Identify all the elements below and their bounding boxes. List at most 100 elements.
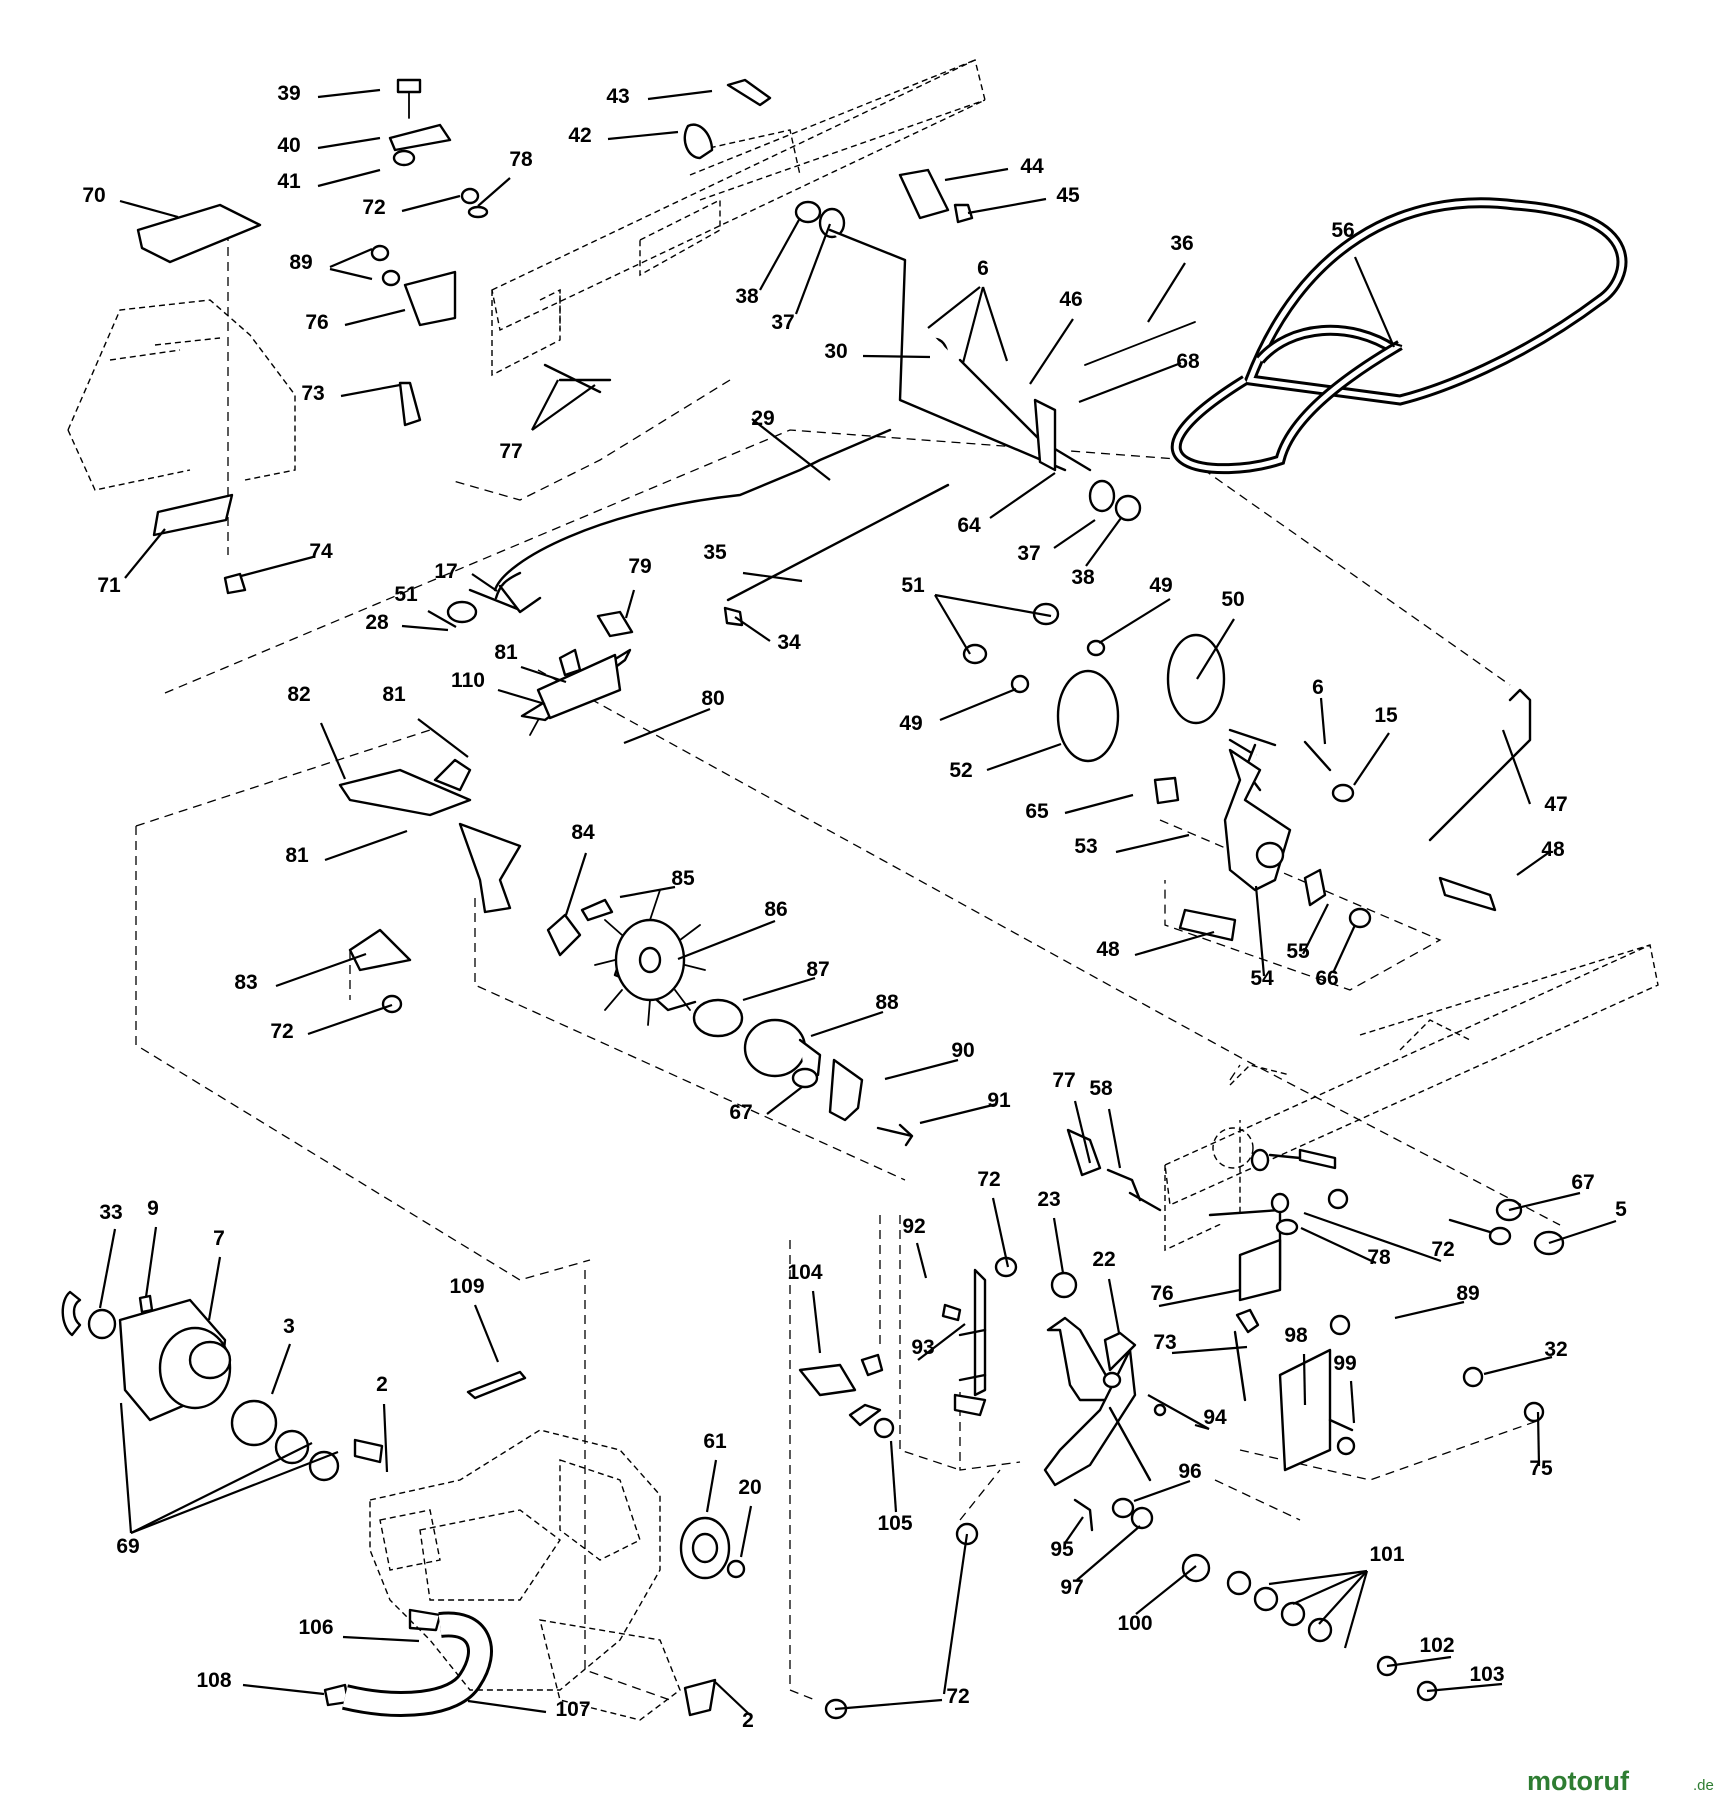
part-number-label: 37 xyxy=(771,311,794,334)
leader-line xyxy=(1319,697,1327,745)
part-number-label: 2 xyxy=(376,1373,388,1396)
leader-line xyxy=(520,665,567,684)
part-number-label: 29 xyxy=(751,407,774,430)
leader-line xyxy=(794,223,832,315)
leader-line xyxy=(98,1228,117,1309)
leader-line xyxy=(1064,1516,1084,1544)
part-number-label: 78 xyxy=(509,148,533,171)
part-number-label: 28 xyxy=(365,611,389,634)
watermark: motoruf .de xyxy=(1527,1766,1714,1796)
leader-line xyxy=(324,829,408,862)
part-number-label: 6 xyxy=(977,257,989,280)
part-number-label: 20 xyxy=(738,1476,761,1499)
dashed-guides xyxy=(135,232,1561,1701)
leader-line xyxy=(344,308,406,327)
part-number-label: 54 xyxy=(1250,967,1274,990)
leader-line xyxy=(1268,1569,1368,1586)
part-number-label: 45 xyxy=(1056,184,1080,207)
part-number-label: 67 xyxy=(1571,1171,1594,1194)
leader-line xyxy=(810,1010,884,1038)
upper-frame-rail xyxy=(491,59,986,377)
part-number-label: 67 xyxy=(729,1101,752,1124)
leader-line xyxy=(240,555,314,578)
leader-line xyxy=(889,1440,898,1513)
leader-line xyxy=(1171,1345,1248,1355)
part-number-label: 47 xyxy=(1544,793,1567,816)
leader-line xyxy=(623,707,711,745)
part-number-label: 49 xyxy=(899,712,922,735)
part-number-label: 38 xyxy=(735,285,759,308)
part-number-label: 108 xyxy=(196,1669,231,1692)
leader-line xyxy=(1343,1570,1369,1649)
leader-line xyxy=(1387,340,1403,348)
fender-outline xyxy=(67,299,296,491)
leader-line xyxy=(317,88,381,99)
leader-line xyxy=(1303,1211,1442,1263)
part-number-label: 50 xyxy=(1221,588,1244,611)
part-number-label: 49 xyxy=(1149,574,1172,597)
leader-line xyxy=(477,177,511,207)
leader-line xyxy=(961,286,985,364)
part-number-label: 56 xyxy=(1331,219,1354,242)
part-number-label: 103 xyxy=(1469,1663,1504,1686)
leader-line xyxy=(712,1679,751,1716)
leader-line xyxy=(401,194,461,213)
leader-line xyxy=(1053,519,1096,549)
part-number-label: 99 xyxy=(1333,1352,1356,1375)
leader-line xyxy=(144,1226,158,1298)
leader-line xyxy=(981,286,1009,362)
leader-line xyxy=(342,1635,420,1643)
part-number-label: 70 xyxy=(82,184,105,207)
part-number-label: 6 xyxy=(1312,676,1324,699)
part-number-label: 96 xyxy=(1178,1460,1201,1483)
leader-line xyxy=(986,742,1062,772)
part-number-label: 74 xyxy=(309,540,333,563)
leader-line xyxy=(1300,1227,1377,1264)
part-number-label: 81 xyxy=(285,844,309,867)
leader-line xyxy=(1353,256,1396,348)
part-number-label: 35 xyxy=(703,541,727,564)
part-number-label: 37 xyxy=(1017,542,1040,565)
part-number-label: 51 xyxy=(394,583,418,606)
part-number-label: 110 xyxy=(451,669,485,692)
part-number-label: 32 xyxy=(1544,1338,1567,1361)
leader-line xyxy=(1085,517,1122,567)
part-number-label: 72 xyxy=(977,1168,1000,1191)
leader-line xyxy=(624,589,636,619)
leader-line xyxy=(751,418,831,481)
leader-line xyxy=(934,593,1052,618)
leader-line xyxy=(1078,361,1182,404)
leader-line xyxy=(119,199,179,219)
part-number-label: 61 xyxy=(703,1430,727,1453)
leader-line xyxy=(1353,732,1390,786)
part-number-label: 3 xyxy=(283,1315,295,1338)
leader-line xyxy=(1133,1479,1191,1503)
leader-line xyxy=(130,1450,339,1535)
leader-line xyxy=(619,885,676,899)
part-number-label: 69 xyxy=(116,1535,139,1558)
part-number-label: 51 xyxy=(901,574,925,597)
part-number-label: 2 xyxy=(742,1709,754,1732)
leader-line xyxy=(884,1058,959,1081)
part-number-label: 65 xyxy=(1025,800,1049,823)
part-number-label: 98 xyxy=(1284,1324,1308,1347)
leader-line xyxy=(919,1102,998,1125)
part-number-label: 68 xyxy=(1176,350,1200,373)
leader-line xyxy=(1073,1100,1092,1164)
transaxle xyxy=(369,1429,746,1721)
leader-line xyxy=(1548,1219,1617,1245)
part-number-label: 94 xyxy=(1203,1406,1227,1429)
part-number-label: 105 xyxy=(877,1512,912,1535)
leader-line xyxy=(742,571,803,583)
leader-line xyxy=(329,267,373,281)
leader-line xyxy=(607,130,679,141)
part-number-label: 83 xyxy=(234,971,257,994)
part-number-label: 23 xyxy=(1037,1188,1060,1211)
leader-line xyxy=(427,610,457,628)
leader-line xyxy=(275,952,367,988)
leader-line xyxy=(119,1402,133,1534)
leader-line xyxy=(1147,1394,1210,1430)
leader-line xyxy=(207,1256,222,1321)
part-number-label: 72 xyxy=(270,1020,293,1043)
